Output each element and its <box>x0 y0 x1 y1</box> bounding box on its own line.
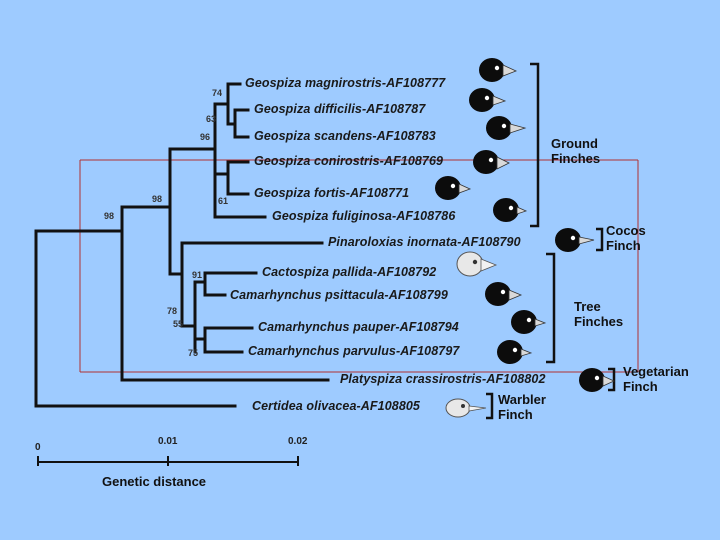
bootstrap-value: 74 <box>212 88 223 98</box>
scale-tick-label: 0.01 <box>158 436 178 447</box>
group-label-line: Cocos <box>606 223 646 238</box>
group-label-vegetarian-finch: Vegetarian Finch <box>623 364 689 394</box>
taxon-label: Geospiza fortis-AF108771 <box>254 186 410 200</box>
group-label-tree-finches: Tree Finches <box>574 299 623 329</box>
bird-head-icon <box>456 251 498 277</box>
taxon-label: Geospiza fuliginosa-AF108786 <box>272 209 456 223</box>
bootstrap-value: 98 <box>152 194 163 204</box>
bird-head-icon <box>473 150 510 174</box>
taxon-label: Camarhynchus psittacula-AF108799 <box>230 288 448 302</box>
bird-head-icon <box>469 88 507 112</box>
group-label-line: Finch <box>623 379 658 394</box>
scale-bar <box>37 456 299 466</box>
taxon-label: Geospiza scandens-AF108783 <box>254 129 436 143</box>
bird-head-icon <box>579 368 615 392</box>
taxon-label: Cactospiza pallida-AF108792 <box>262 265 437 279</box>
bird-heads <box>435 58 615 418</box>
bootstrap-value: 63 <box>206 114 217 124</box>
tree-branches <box>34 82 330 408</box>
bootstrap-value: 61 <box>218 196 229 206</box>
bootstrap-value: 55 <box>173 319 184 329</box>
bird-head-icon <box>555 228 595 252</box>
taxon-label: Camarhynchus pauper-AF108794 <box>258 320 459 334</box>
scale-tick-label: 0.02 <box>288 436 308 447</box>
phylogenetic-tree <box>34 58 639 466</box>
taxon-label: Geospiza conirostris-AF108769 <box>254 154 444 168</box>
bootstrap-value: 91 <box>192 270 203 280</box>
group-label-line: Vegetarian <box>623 364 689 379</box>
group-label-cocos-finch: Cocos Finch <box>606 223 646 253</box>
group-label-line: Finches <box>551 151 601 166</box>
group-label-ground-finches: Ground Finches <box>551 136 600 166</box>
taxon-label: Camarhynchus parvulus-AF108797 <box>248 344 460 358</box>
group-label-line: Ground <box>551 136 598 151</box>
bird-head-icon <box>485 282 523 306</box>
bootstrap-value: 96 <box>200 132 211 142</box>
bird-head-icon <box>435 176 472 200</box>
taxon-label: Geospiza magnirostris-AF108777 <box>245 76 446 90</box>
group-label-warbler-finch: Warbler Finch <box>498 392 546 422</box>
taxon-label: Geospiza difficilis-AF108787 <box>254 102 426 116</box>
bootstrap-value: 78 <box>167 306 178 316</box>
group-brackets <box>486 62 616 420</box>
group-label-line: Finches <box>574 314 624 329</box>
bird-head-icon <box>497 340 533 364</box>
guide-outline <box>79 159 639 373</box>
bird-head-icon <box>493 198 528 222</box>
scale-tick-label: 0 <box>35 442 41 453</box>
taxon-label: Platyspiza crassirostris-AF108802 <box>340 372 546 386</box>
phylogeny-figure: Geospiza magnirostris-AF108777 Geospiza … <box>30 44 690 514</box>
bootstrap-value: 75 <box>188 348 199 358</box>
bird-head-icon <box>511 310 547 334</box>
bootstrap-value: 98 <box>104 211 115 221</box>
group-label-line: Finch <box>606 238 641 253</box>
bird-head-icon <box>445 398 487 418</box>
taxon-label: Certidea olivacea-AF108805 <box>252 399 420 413</box>
taxon-label: Pinaroloxias inornata-AF108790 <box>328 235 521 249</box>
bird-head-icon <box>479 58 518 82</box>
group-label-line: Warbler <box>498 392 546 407</box>
bird-head-icon <box>486 116 527 140</box>
group-label-line: Finch <box>498 407 533 422</box>
group-label-line: Tree <box>574 299 601 314</box>
scale-title: Genetic distance <box>102 474 207 489</box>
